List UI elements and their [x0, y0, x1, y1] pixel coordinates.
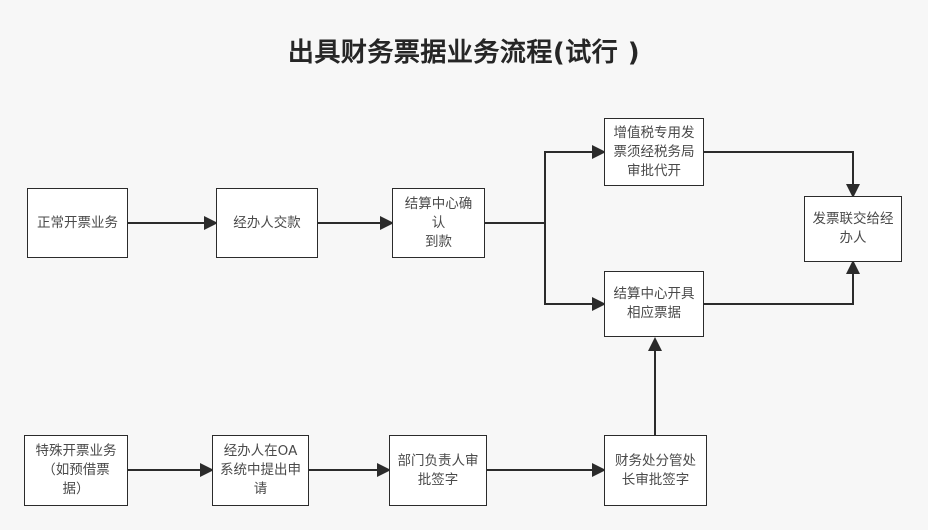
- node-finance-approval[interactable]: 财务处分管处 长审批签字: [604, 435, 707, 506]
- edge-settlement-confirm-to-vat-special-invoice: [485, 145, 606, 224]
- edge-settlement-issue-to-invoice-to-handler: [704, 260, 860, 305]
- edge-handler-payment-to-settlement-confirm: [318, 216, 394, 230]
- edge-oa-application-to-dept-approval: [309, 463, 391, 477]
- node-vat-special-invoice[interactable]: 增值税专用发 票须经税务局 审批代开: [604, 118, 704, 186]
- node-dept-approval[interactable]: 部门负责人审 批签字: [389, 435, 487, 506]
- node-oa-application[interactable]: 经办人在OA 系统中提出申 请: [212, 435, 309, 506]
- node-normal-invoice[interactable]: 正常开票业务: [27, 188, 128, 258]
- node-settlement-confirm[interactable]: 结算中心确认 到款: [392, 188, 485, 258]
- edge-dept-approval-to-finance-approval: [487, 463, 606, 477]
- edge-special-invoice-to-oa-application: [128, 463, 214, 477]
- edge-normal-invoice-to-handler-payment: [128, 216, 218, 230]
- node-settlement-issue[interactable]: 结算中心开具 相应票据: [604, 271, 704, 337]
- edge-settlement-confirm-to-settlement-issue: [544, 223, 606, 311]
- node-handler-payment[interactable]: 经办人交款: [216, 188, 318, 258]
- page-title: 出具财务票据业务流程(试行 ): [287, 38, 641, 68]
- edge-vat-special-invoice-to-invoice-to-handler: [704, 151, 860, 198]
- node-invoice-to-handler[interactable]: 发票联交给经 办人: [804, 196, 902, 262]
- node-special-invoice[interactable]: 特殊开票业务 （如预借票 据）: [24, 435, 128, 506]
- edge-finance-approval-to-settlement-issue: [648, 337, 662, 435]
